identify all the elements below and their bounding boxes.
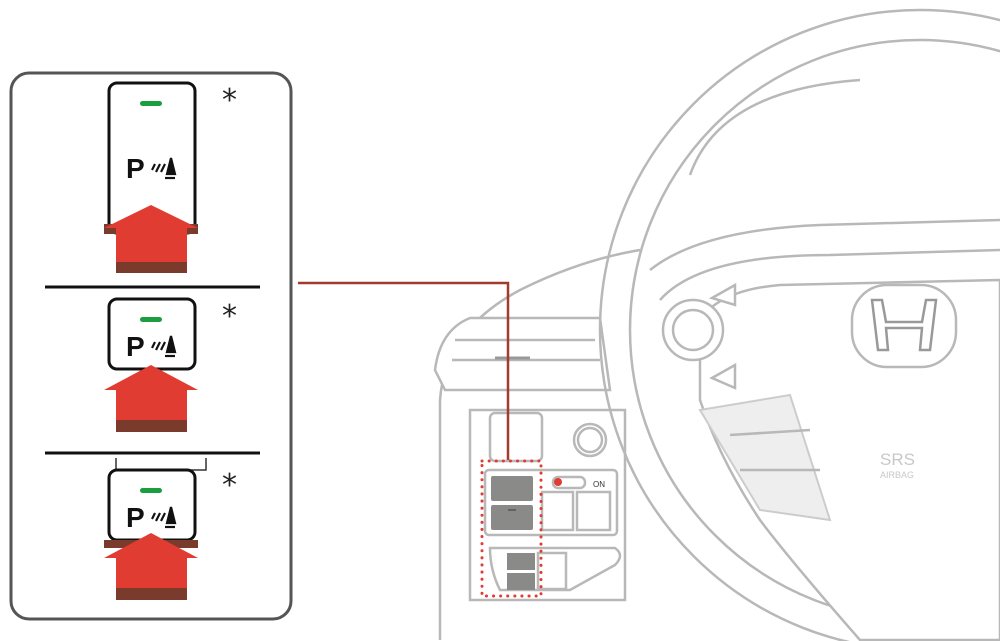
parking-sensor-button[interactable] — [491, 505, 533, 530]
button-location-highlight — [480, 459, 543, 598]
parking-sensor-button-variant-1: P * — [104, 81, 237, 273]
sensor-waves-icon — [151, 506, 177, 529]
parking-symbol: P — [126, 331, 145, 362]
indicator-light — [140, 317, 162, 322]
sensor-waves-icon — [151, 335, 177, 358]
connector-line — [298, 281, 510, 460]
sensor-waves-icon — [151, 157, 177, 180]
press-arrow-icon — [104, 205, 198, 273]
dashboard-illustration: ON SRS AIRBAG — [433, 8, 1000, 641]
footnote-asterisk: * — [222, 83, 237, 118]
indicator-light — [140, 101, 162, 106]
honda-logo — [850, 283, 958, 369]
switch-on-label: ON — [593, 480, 605, 489]
parking-sensor-button-variant-3: P * — [104, 468, 237, 600]
air-vent — [433, 316, 612, 392]
press-arrow-icon — [104, 365, 198, 432]
parking-symbol: P — [126, 502, 145, 533]
press-arrow-icon — [104, 533, 198, 600]
footnote-asterisk: * — [222, 299, 237, 334]
indicator-light — [140, 488, 162, 493]
footnote-asterisk: * — [222, 468, 237, 503]
airbag-label: AIRBAG — [880, 470, 914, 480]
steering-wheel-rim — [598, 8, 1000, 641]
parking-symbol: P — [126, 153, 145, 184]
parking-sensor-button-variant-2: P * — [104, 297, 237, 432]
srs-label: SRS — [880, 450, 915, 469]
